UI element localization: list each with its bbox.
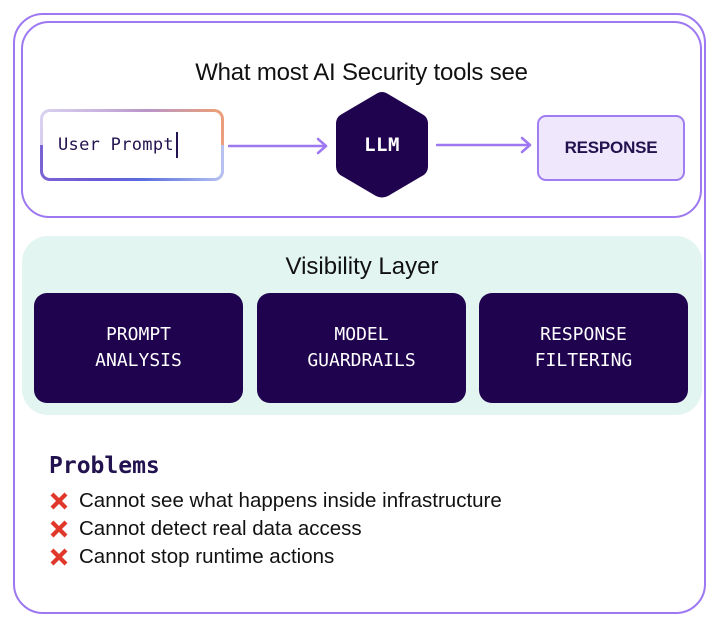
user-prompt-inner: User Prompt (43, 112, 221, 178)
problems-heading: Problems (49, 453, 160, 479)
cross-mark-icon (50, 548, 68, 566)
response-filtering-card: RESPONSE FILTERING (479, 293, 688, 403)
llm-hexagon-icon (336, 92, 428, 198)
problem-text: Cannot detect real data access (79, 517, 362, 540)
response-box: RESPONSE (537, 115, 685, 181)
problem-item: Cannot stop runtime actions (48, 545, 334, 569)
visibility-layer-title: Visibility Layer (285, 253, 439, 280)
problem-text: Cannot stop runtime actions (79, 545, 335, 568)
prompt-analysis-card: PROMPT ANALYSIS (34, 293, 243, 403)
user-prompt-box: User Prompt (40, 109, 224, 181)
problem-item: Cannot see what happens inside infrastru… (48, 489, 502, 513)
cross-mark-icon (50, 520, 68, 538)
visibility-layer-panel: Visibility Layer PROMPT ANALYSIS MODEL G… (22, 236, 702, 415)
cross-mark-icon (50, 492, 68, 510)
panel-title: What most AI Security tools see (195, 59, 528, 86)
problem-item: Cannot detect real data access (48, 517, 362, 541)
arrow-right-icon (436, 136, 532, 154)
arrow-right-icon (228, 137, 328, 155)
ai-security-tools-panel: What most AI Security tools see (21, 21, 702, 218)
user-prompt-label: User Prompt (58, 135, 174, 155)
problem-text: Cannot see what happens inside infrastru… (79, 489, 502, 512)
outer-frame (13, 13, 706, 614)
text-caret-icon (175, 132, 178, 158)
model-guardrails-card: MODEL GUARDRAILS (257, 293, 466, 403)
llm-label: LLM (364, 134, 400, 156)
